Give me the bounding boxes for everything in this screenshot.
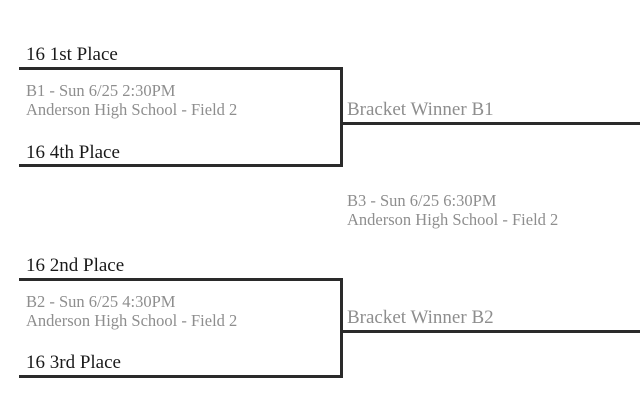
team-slot-top[interactable]: 16 1st Place: [26, 44, 118, 65]
bracket-winner-slot[interactable]: Bracket Winner B1: [347, 99, 494, 120]
bracket-winner-slot[interactable]: Bracket Winner B2: [347, 307, 494, 328]
team-slot-top[interactable]: 16 2nd Place: [26, 255, 125, 276]
bracket-connector: [340, 278, 343, 378]
game-venue[interactable]: Anderson High School - Field 2: [347, 210, 559, 229]
bracket-line: [340, 122, 640, 125]
game-time: B2 - Sun 6/25 4:30PM: [26, 292, 176, 311]
bracket-connector: [340, 67, 343, 167]
game-time: B3 - Sun 6/25 6:30PM: [347, 191, 497, 210]
bracket-line: [340, 330, 640, 333]
team-slot-bottom[interactable]: 16 4th Place: [26, 142, 120, 163]
bracket-line: [19, 375, 343, 378]
team-slot-bottom[interactable]: 16 3rd Place: [26, 352, 121, 373]
game-venue[interactable]: Anderson High School - Field 2: [26, 100, 238, 119]
bracket-line: [19, 164, 343, 167]
game-time: B1 - Sun 6/25 2:30PM: [26, 81, 176, 100]
game-venue[interactable]: Anderson High School - Field 2: [26, 311, 238, 330]
bracket-line: [19, 278, 343, 281]
bracket-line: [19, 67, 343, 70]
